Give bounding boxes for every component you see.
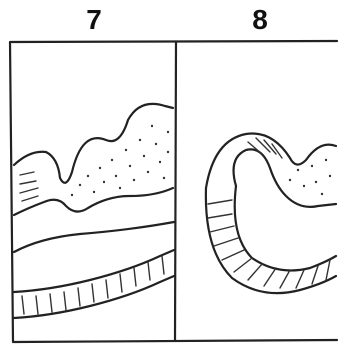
panel-8-inner-lobe <box>234 149 336 207</box>
panel-8-band-outer <box>206 188 336 293</box>
panel-8-band-hatching <box>208 200 330 288</box>
panel-8-crown-outline <box>206 134 336 189</box>
panel-7-crown-outline <box>14 104 173 183</box>
panel-7-inner-curve <box>14 222 174 252</box>
panel-7-enamel-hatching <box>20 172 38 201</box>
panel-frame <box>10 41 337 342</box>
panel-8-enamel-hatching <box>248 138 282 158</box>
panel-divider <box>175 42 176 340</box>
panel-8-band-inner <box>235 186 336 270</box>
